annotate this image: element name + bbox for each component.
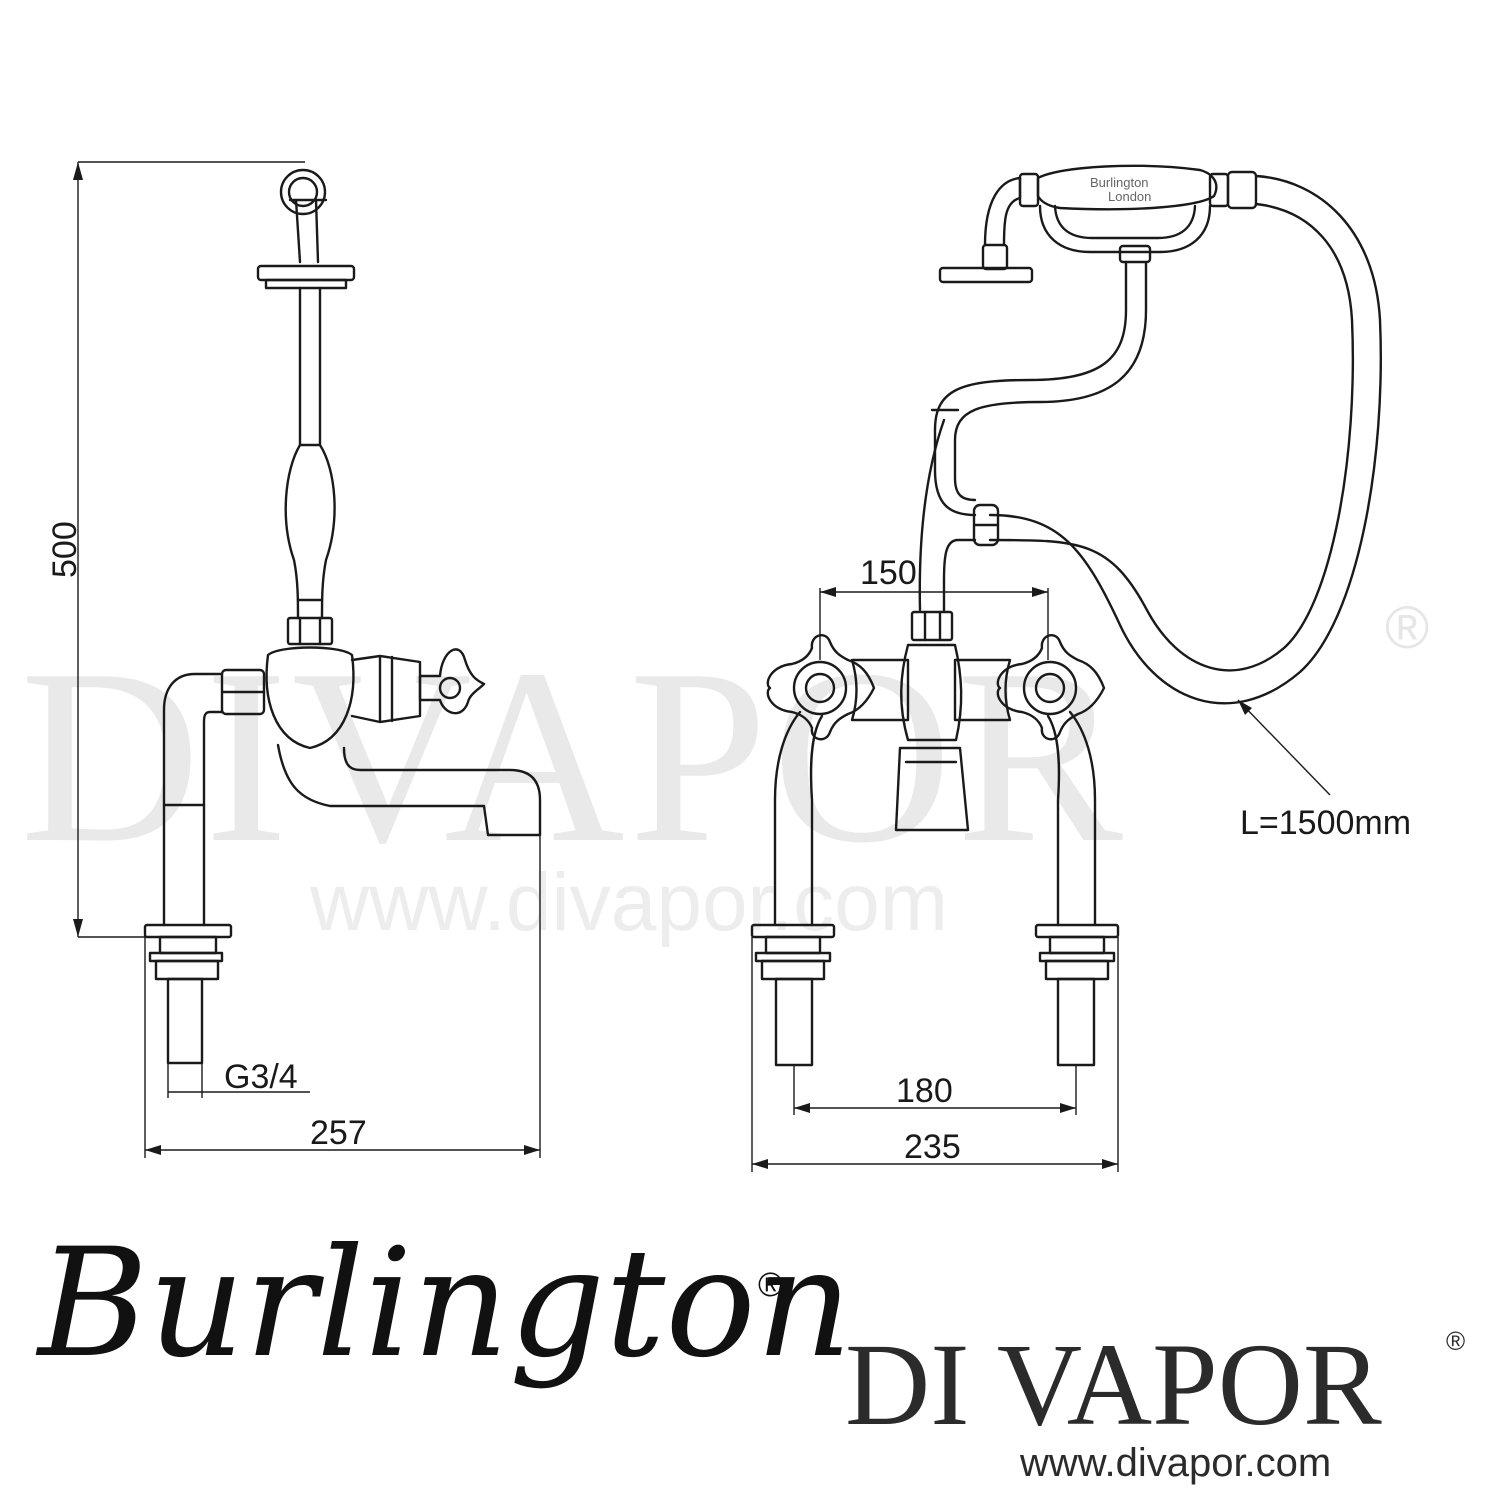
leg-centres-dimension: 180	[793, 1065, 1077, 1115]
hot-handle	[996, 634, 1106, 741]
overall-width-dimension: 235	[751, 937, 1119, 1172]
leg-centres-label: 180	[896, 1072, 953, 1110]
depth-dimension: 257	[144, 835, 541, 1158]
spout	[276, 743, 542, 837]
side-view: 500	[46, 161, 542, 1158]
valve-body	[220, 616, 486, 750]
burlington-wordmark: Burlington	[35, 1217, 852, 1391]
overall-width-label: 235	[904, 1128, 961, 1166]
front-view: Burlington London L=1500mm	[750, 164, 1411, 1172]
handle-centres-label: 150	[860, 554, 917, 592]
handle-centres-dimension: 150	[819, 554, 1049, 660]
watermark: DIVAPOR ® www.divapor.com	[20, 594, 1429, 948]
depth-label: 257	[310, 1114, 367, 1152]
front-body	[850, 610, 1012, 832]
riser-pipe	[284, 286, 336, 620]
side-tail	[143, 923, 233, 1065]
handset-cradle	[256, 168, 356, 290]
cold-handle	[766, 634, 876, 741]
front-tail-right	[1034, 923, 1120, 1067]
divapor-url: www.divapor.com	[1019, 1441, 1331, 1485]
watermark-url: www.divapor.com	[309, 857, 948, 948]
supply-leg	[162, 672, 224, 927]
burlington-logo: Burlington ®	[35, 1217, 852, 1391]
hose-length-callout: L=1500mm	[1237, 699, 1411, 842]
divapor-wordmark: DI VAPOR	[845, 1319, 1382, 1450]
burlington-registered: ®	[758, 1266, 783, 1304]
thread-label: G3/4	[224, 1058, 298, 1096]
divapor-registered: ®	[1446, 1326, 1465, 1356]
front-legs	[773, 710, 1097, 927]
handset-brand: Burlington	[1090, 175, 1149, 190]
handset: Burlington London	[938, 164, 1230, 284]
watermark-registered: ®	[1385, 594, 1429, 661]
shower-hose	[918, 170, 1382, 705]
height-label: 500	[46, 521, 84, 578]
divapor-logo: DI VAPOR ® www.divapor.com	[845, 1319, 1465, 1485]
thread-dimension: G3/4	[167, 1058, 310, 1098]
height-dimension: 500	[46, 161, 305, 938]
handset-location: London	[1108, 189, 1151, 204]
hose-length-label: L=1500mm	[1240, 804, 1411, 842]
